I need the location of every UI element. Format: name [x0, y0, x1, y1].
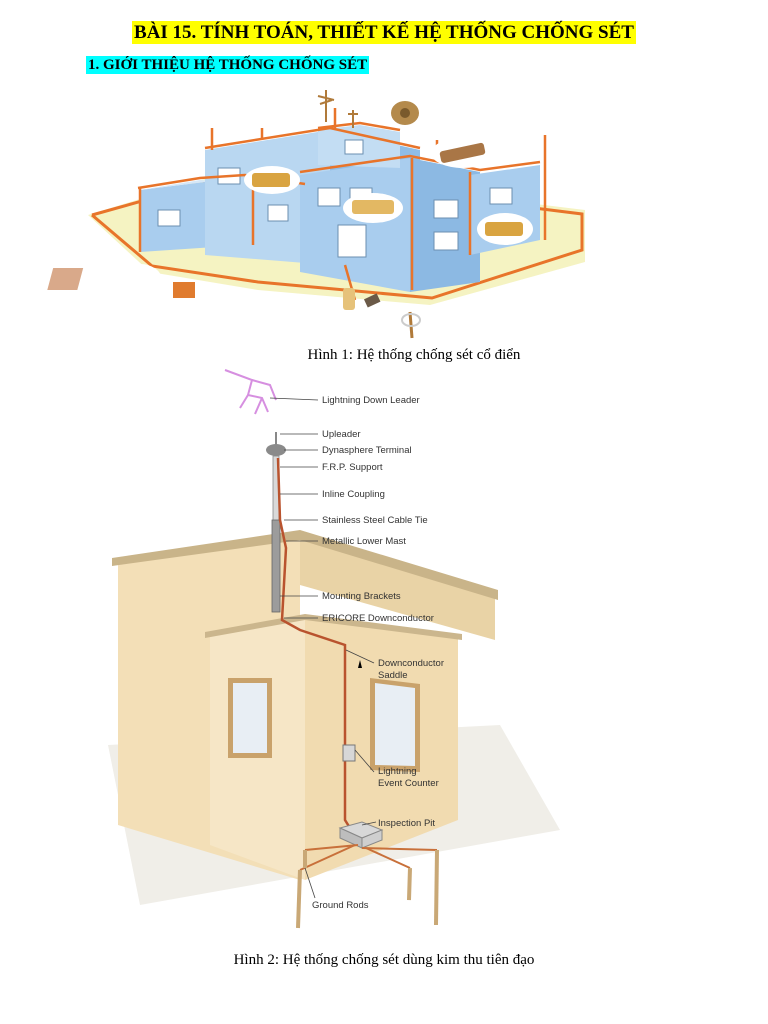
building — [112, 530, 498, 880]
figure-2-caption: Hình 2: Hệ thống chống sét dùng kim thu … — [233, 952, 535, 968]
figure-1-caption: Hình 1: Hệ thống chống sét cổ điển — [307, 347, 521, 363]
document-title: BÀI 15. TÍNH TOÁN, THIẾT KẾ HỆ THỐNG CHỐ… — [132, 21, 636, 44]
figure-1-illustration — [47, 90, 585, 339]
label-ericore-downconductor: ERICORE Downconductor — [322, 613, 434, 624]
label-metallic-lower-mast: Metallic Lower Mast — [322, 536, 406, 547]
label-ground-rods: Ground Rods — [312, 900, 369, 911]
label-stainless-steel-cable-tie: Stainless Steel Cable Tie — [322, 515, 428, 526]
label-lightning-down-leader: Lightning Down Leader — [322, 395, 420, 406]
label-upleader: Upleader — [322, 429, 361, 440]
label-lightning-event-counter-line2: Event Counter — [378, 778, 439, 789]
label-frp-support: F.R.P. Support — [322, 462, 383, 473]
section-heading: 1. GIỚI THIỆU HỆ THỐNG CHỐNG SÉT — [86, 56, 370, 74]
label-downconductor-saddle-line1: Downconductor — [378, 658, 444, 669]
label-dynasphere-terminal: Dynasphere Terminal — [322, 445, 412, 456]
component-bubbles — [47, 101, 533, 339]
label-inline-coupling: Inline Coupling — [322, 489, 385, 500]
label-downconductor-saddle-line2: Saddle — [378, 670, 408, 681]
label-inspection-pit: Inspection Pit — [378, 818, 435, 829]
label-lightning-event-counter-line1: Lightning — [378, 766, 417, 777]
label-mounting-brackets: Mounting Brackets — [322, 591, 401, 602]
